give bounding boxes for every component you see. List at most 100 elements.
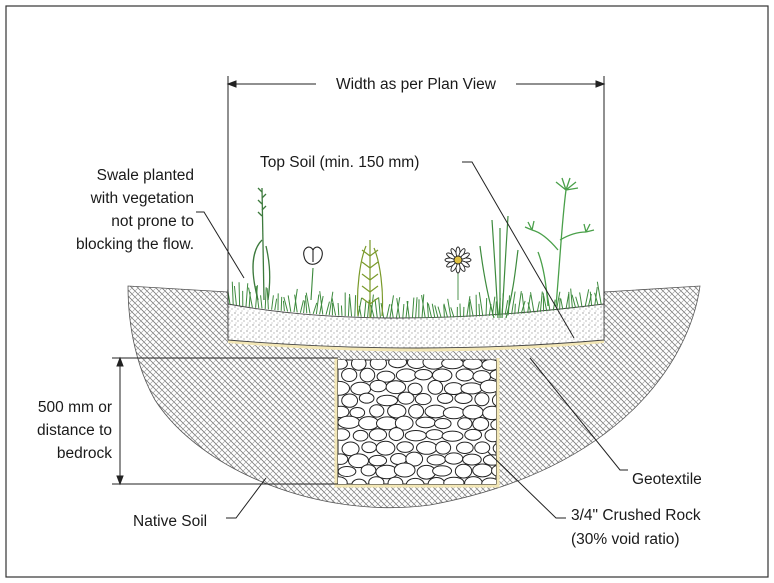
rock-stone [338,415,361,429]
rock-stone [368,476,385,484]
rock-stone [338,360,348,370]
grass-blade [579,292,583,308]
top-soil-label: Top Soil (min. 150 mm) [260,154,419,171]
rock-stone [489,369,496,381]
plant-umbel [524,177,595,307]
rock-stone [434,418,452,430]
grass-blade [282,300,285,312]
grass-blade [570,288,573,309]
grass-blade [589,291,593,306]
grass-blade [248,291,251,308]
grass-blade [312,302,318,314]
grass-blade [427,303,433,319]
rock-stone [341,367,358,383]
grass-blade [575,296,580,308]
rock-stone [472,463,493,478]
rock-stone [474,441,491,454]
grass-blade [514,303,516,315]
rock-stone [444,452,464,465]
grass-blade [594,292,599,306]
rock-stone [462,404,484,420]
rock-stone [435,440,452,455]
grass-blade [434,305,439,318]
depth-dimension [112,356,338,486]
crushed-rock-stones [338,360,496,484]
rock-stone [338,428,351,441]
grass-blade [304,295,308,314]
rock-stone [460,382,483,395]
grass-blade [396,298,401,318]
grass-blade [517,291,522,314]
rock-stone [408,403,425,419]
rock-stone [481,477,496,484]
grass-blade [520,300,526,314]
grass-blade [299,300,304,313]
grass-blade [478,292,484,317]
grass-blade [325,301,330,315]
rock-stone [416,440,438,455]
rock-stone [361,441,378,454]
rock-stone [351,478,367,484]
grass-blade [370,304,375,318]
rock-stone [437,392,454,404]
rock-stone [338,465,357,477]
rock-stone [397,391,415,405]
rock-stone [358,416,380,431]
rock-stone [492,443,496,454]
rock-stone [395,368,417,383]
rock-stone [396,441,414,453]
grass-blade [287,295,292,312]
plant-daisy [444,246,472,300]
rock-stone [341,441,360,457]
grass-blade [485,298,488,317]
grass-blade [402,303,405,318]
diagram-border [5,5,769,578]
rock-stone [338,476,348,484]
rock-stone [388,360,408,369]
grass-blade [552,299,556,311]
grass-blade [231,281,234,305]
rock-stone [387,476,404,484]
grass-blade [469,298,474,317]
rock-stone [443,382,464,396]
rock-stone [368,428,388,442]
depth-note-line-3: bedrock [57,445,112,462]
grass-blade [367,299,370,318]
rock-stone [464,428,483,441]
grass-blade [426,302,429,318]
swale-note-line-1: Swale planted [97,167,194,184]
rock-stone [454,463,473,479]
grass-blade [260,295,263,309]
depth-note-line-2: distance to [37,422,112,439]
rock-stone [426,454,446,466]
rock-stone [349,407,366,419]
depth-note-line-1: 500 mm or [38,399,112,416]
geotextile-layer [228,340,604,352]
grass-blade [447,298,452,318]
rock-stone [484,428,496,443]
grass-blade [539,291,543,312]
grass-blade [358,305,362,317]
depth-note: 500 mm or distance to bedrock [37,399,112,462]
rock-stone [415,416,436,429]
rock-stone [442,406,465,420]
grass-blade [363,300,367,317]
grass-blade [542,292,548,312]
grass-blade [319,291,324,315]
plant-wheat [356,240,384,318]
rock-stone [405,477,425,484]
grass-blade [450,307,455,318]
rock-stone [431,368,453,383]
grass-blade [378,297,381,318]
grass-blade [328,291,334,316]
rock-stone [457,417,473,430]
grass-blade [584,289,590,307]
grass-blade [354,295,357,317]
grass-blade [478,303,481,317]
grass-blade [466,296,471,318]
grass-blade [596,281,602,305]
swale-note-line-2: with vegetation [90,190,194,207]
rock-stone [338,380,351,396]
grass-blade [245,283,249,307]
